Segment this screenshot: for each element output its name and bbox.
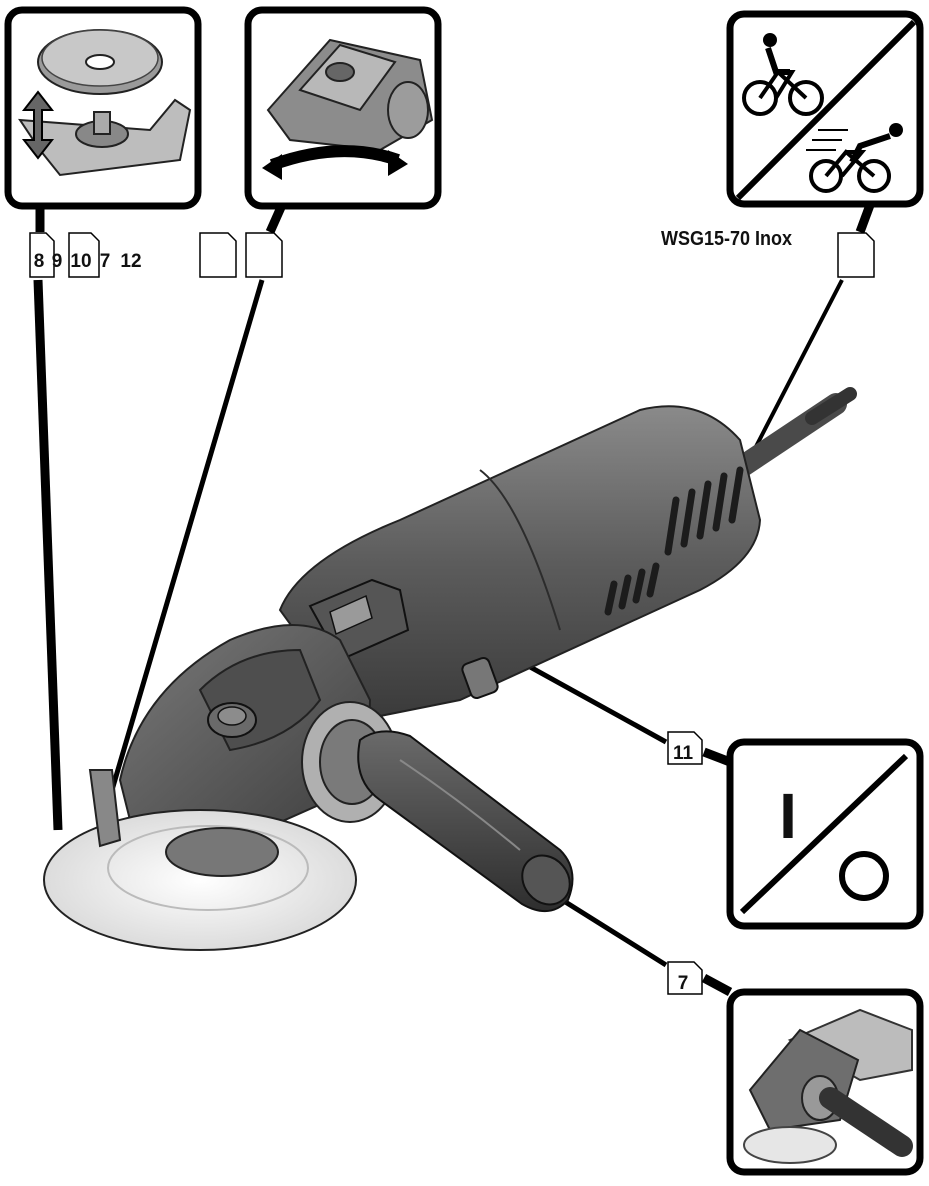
page-ref-model [837,232,875,278]
switch-on-symbol: I [779,780,797,852]
switch-off-symbol [839,851,889,901]
page-ref-guard-1 [199,232,237,278]
svg-text:11: 11 [673,743,694,764]
guard-rotation-icon [244,6,442,210]
on-off-symbol-icon: I [726,738,924,930]
page-ref-group-guard [199,232,283,278]
svg-text:7: 7 [678,973,689,994]
model-label: WSG15-70 Inox [661,228,793,250]
page-ref-group-disc: 8 9 10 7 12 [29,232,142,278]
speed-class-icon [726,10,924,208]
disc-mounting-icon [4,6,202,210]
page-ref-switch: 11 [667,731,703,765]
handle-usage-icon [726,988,924,1176]
page-ref-disc-3: 10 [70,251,91,272]
page-ref-disc-4: 7 [100,251,111,272]
page-ref-guard-2 [245,232,283,278]
page-ref-disc-1: 8 [34,251,45,272]
page-ref-disc-2: 9 [52,251,63,272]
page-ref-disc-5: 12 [120,251,141,272]
angle-grinder [43,387,857,951]
page-ref-handle: 7 [667,961,703,995]
